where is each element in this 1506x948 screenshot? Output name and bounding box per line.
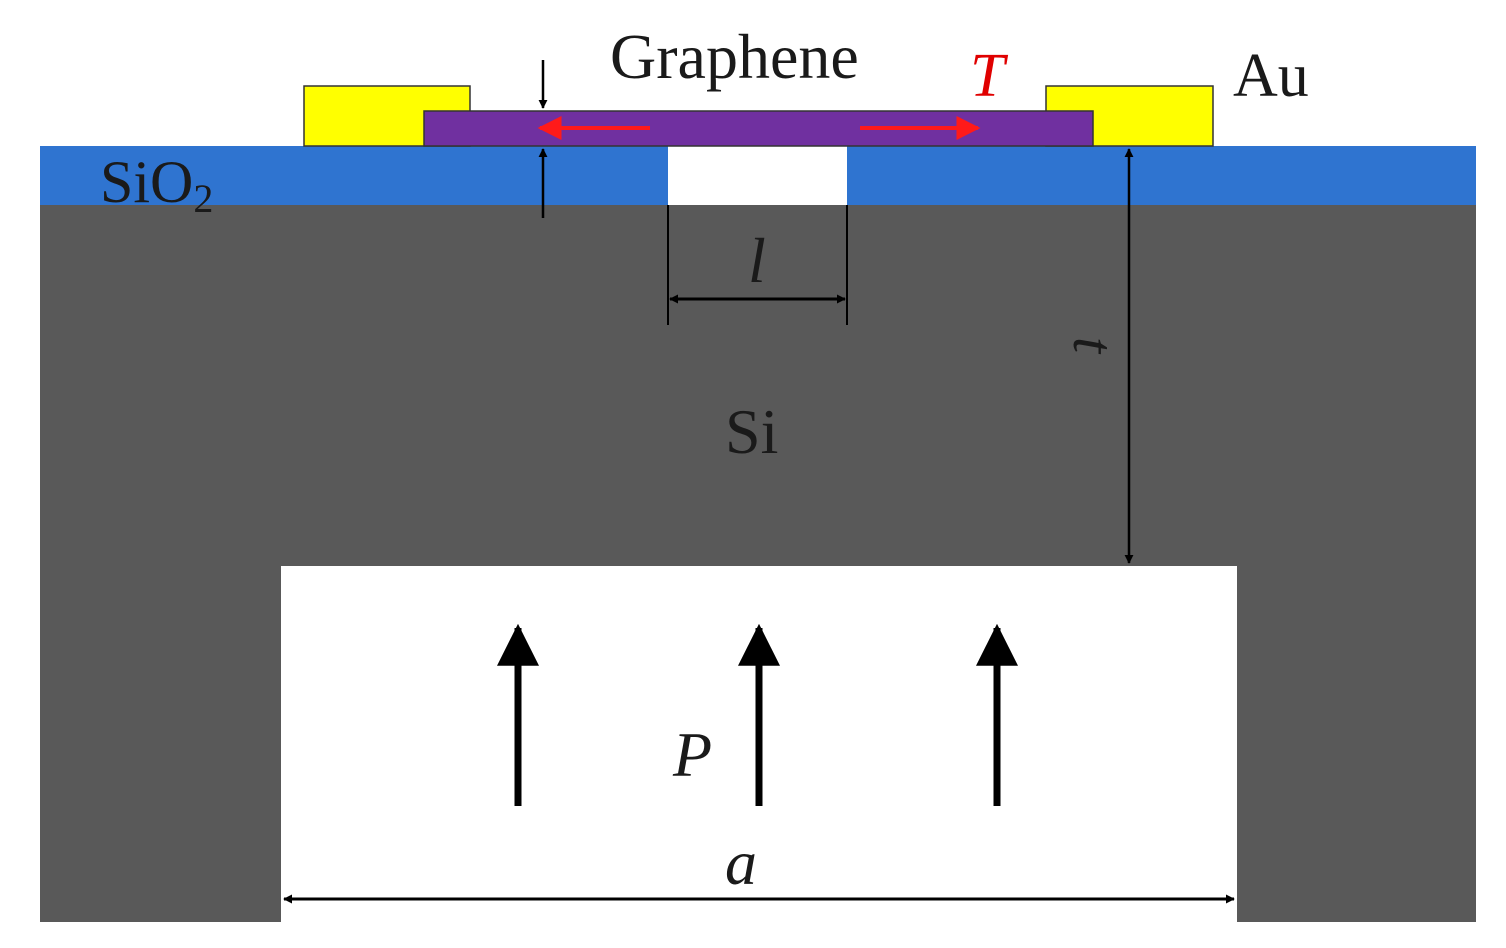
sio2-label: SiO2: [100, 149, 213, 221]
sio2-hole: [668, 146, 847, 205]
silicon-label: Si: [725, 396, 778, 467]
sio2-layer-left: [40, 146, 668, 205]
sio2-layer-right: [847, 146, 1476, 205]
sio2-label-subscript: 2: [193, 176, 213, 221]
graphene-label: Graphene: [610, 21, 859, 92]
thickness-label: t: [1061, 337, 1126, 355]
cavity-width-label: a: [725, 827, 757, 898]
silicon-substrate: [40, 205, 1476, 922]
tension-label: T: [970, 42, 1009, 110]
graphene-membrane: [423, 110, 1094, 147]
hole-width-label: l: [748, 225, 766, 296]
au-label: Au: [1233, 42, 1309, 110]
pressure-label: P: [672, 719, 712, 790]
sio2-label-base: SiO: [100, 149, 193, 215]
